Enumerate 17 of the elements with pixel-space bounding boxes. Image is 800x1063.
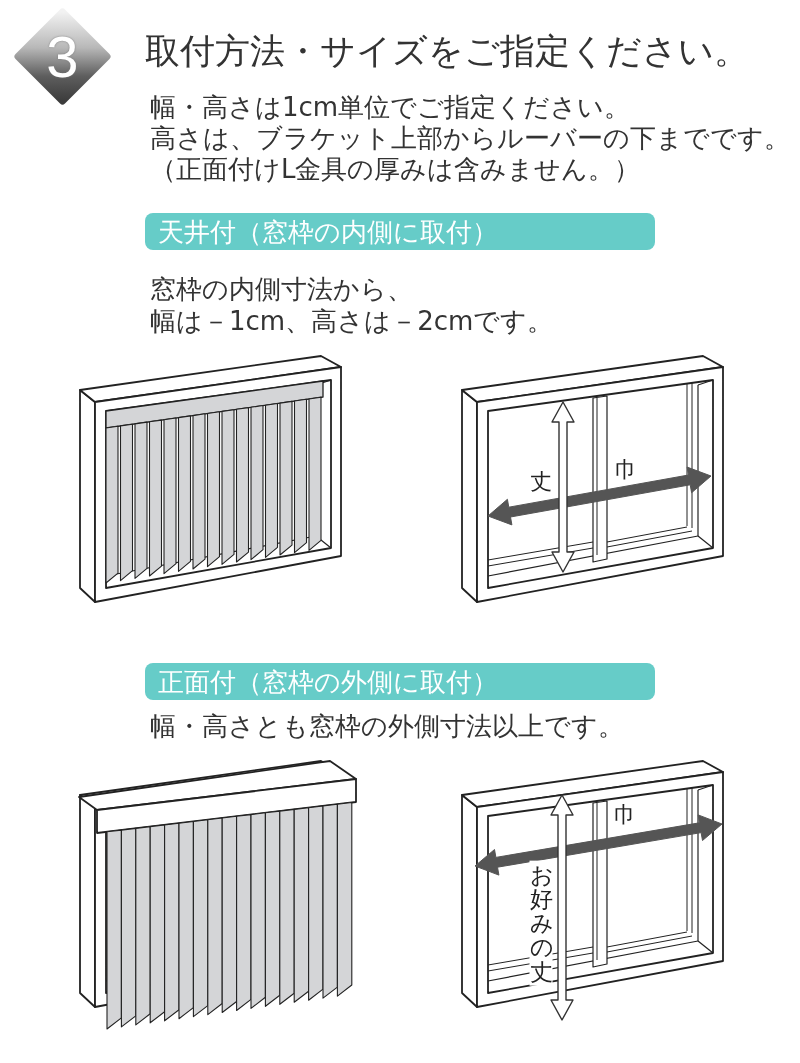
- width-label: 巾: [614, 803, 636, 827]
- height-label: 丈: [530, 470, 552, 494]
- note-text: 幅・高さとも窓枠の外側寸法以上です。: [150, 712, 624, 742]
- instruction-text: 高さは、ブラケット上部からルーバーの下までです。: [150, 124, 790, 154]
- note-text: 幅は－1cm、高さは－2cmです。: [150, 307, 554, 337]
- page-title: 取付方法・サイズをご指定ください。: [145, 31, 749, 72]
- step-number: 3: [46, 27, 79, 86]
- section-banner: [145, 213, 655, 250]
- height-label: お好みの丈: [529, 860, 553, 986]
- section-heading: 正面付（窓枠の外側に取付）: [158, 667, 498, 696]
- section-heading: 天井付（窓枠の内側に取付）: [158, 217, 498, 246]
- instruction-text: （正面付けL金具の厚みは含みません。）: [150, 155, 641, 185]
- instruction-text: 幅・高さは1cm単位でご指定ください。: [150, 93, 631, 123]
- note-text: 窓枠の内側寸法から、: [150, 275, 413, 305]
- section-banner: [145, 663, 655, 700]
- step-badge: [14, 8, 111, 105]
- width-label: 巾: [615, 458, 637, 482]
